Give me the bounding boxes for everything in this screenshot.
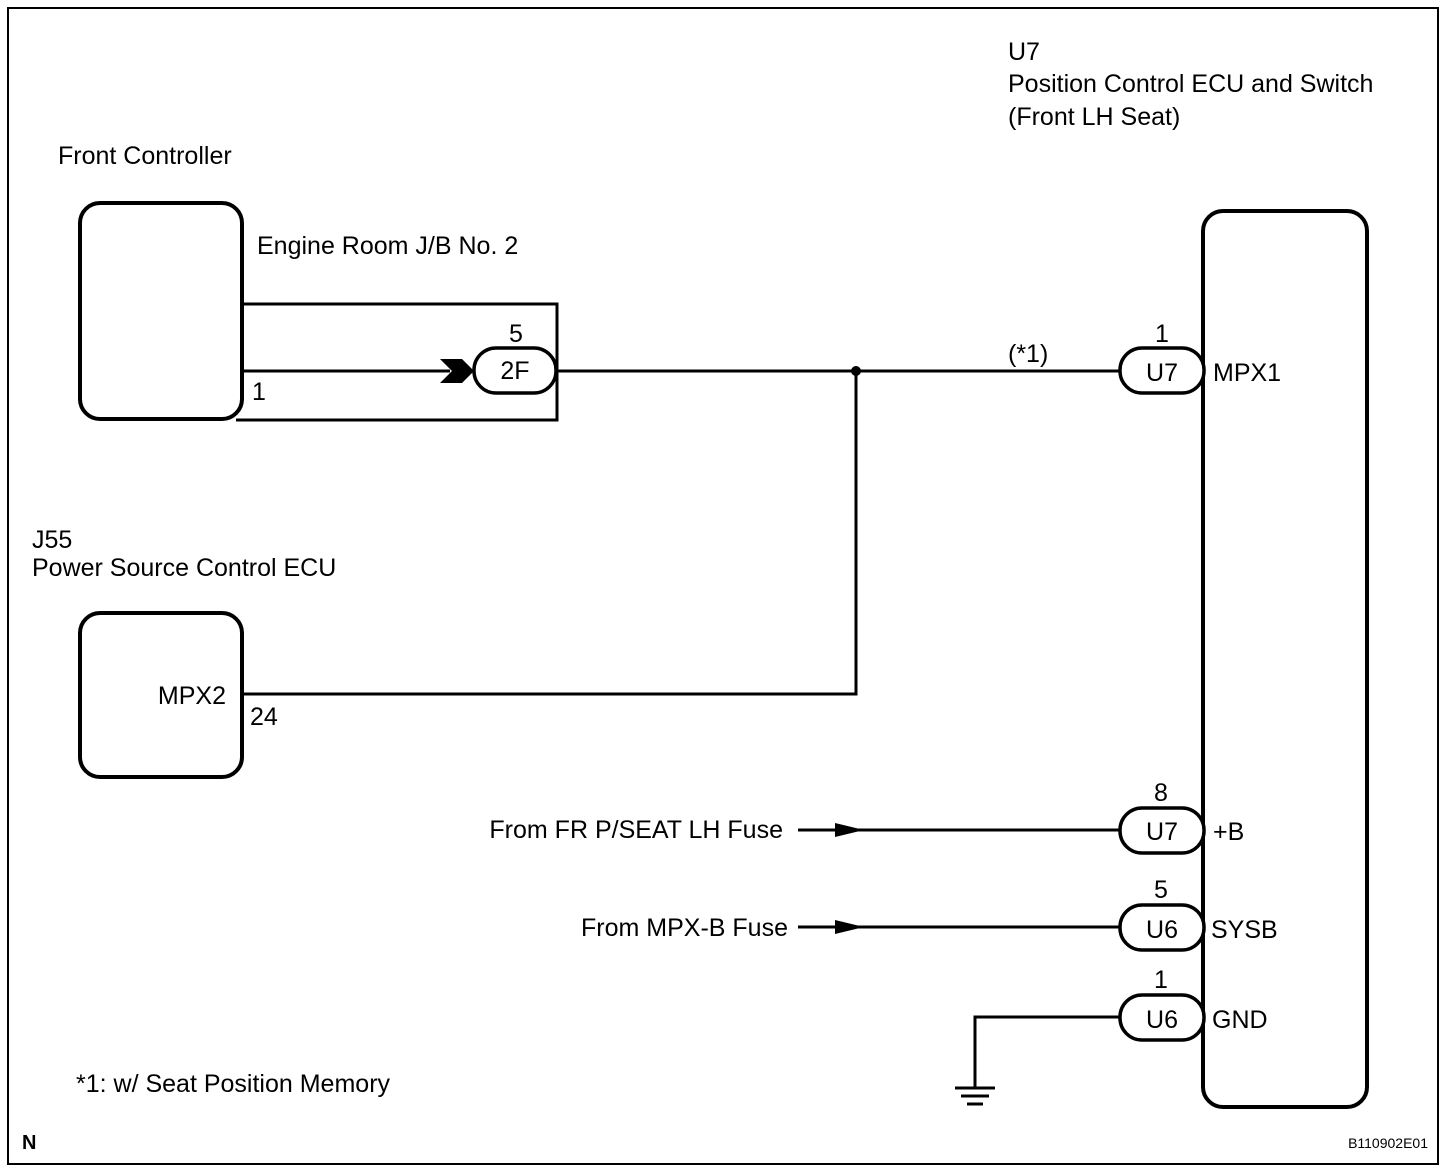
- corner-mark: N: [22, 1132, 36, 1154]
- connector-u7-mpx1-label: U7: [1146, 359, 1178, 387]
- front-controller-box: [78, 201, 244, 421]
- connector-u7-plus-b-label: U7: [1146, 818, 1178, 846]
- front-controller-label: Front Controller: [58, 142, 232, 170]
- wire-mpx2-to-splice: [242, 371, 858, 696]
- position-ecu-box: [1201, 209, 1369, 1109]
- power-source-ecu-code: J55: [32, 526, 72, 554]
- connector-u7-plus-b: [1118, 806, 1206, 855]
- sysb-pin: 5: [1154, 876, 1168, 904]
- terminal-sysb: SYSB: [1211, 916, 1278, 944]
- wire-note-star1: (*1): [1008, 340, 1048, 368]
- plus-b-source-label: From FR P/SEAT LH Fuse: [489, 816, 783, 844]
- footnote: *1: w/ Seat Position Memory: [76, 1070, 391, 1098]
- mpx1-pin: 1: [1155, 320, 1169, 348]
- ground-icon: [955, 1086, 995, 1106]
- terminal-plus-b: +B: [1213, 818, 1244, 846]
- front-controller-pin: 1: [252, 378, 266, 406]
- junction-block-label: Engine Room J/B No. 2: [257, 232, 518, 260]
- gnd-pin: 1: [1154, 966, 1168, 994]
- wire-gnd: [973, 1015, 1120, 1088]
- power-source-ecu-pin: 24: [250, 703, 278, 731]
- position-ecu-code: U7: [1008, 38, 1040, 66]
- figure-code: B110902E01: [1348, 1135, 1428, 1151]
- position-ecu-label-line2: (Front LH Seat): [1008, 103, 1180, 131]
- connector-u7-mpx1: [1118, 346, 1206, 395]
- power-source-ecu-terminal: MPX2: [158, 682, 226, 710]
- junction-block-pin: 5: [509, 320, 523, 348]
- connector-u6-sysb: [1118, 903, 1206, 952]
- junction-block-outline: [236, 302, 559, 422]
- connector-2f-label: 2F: [500, 357, 529, 385]
- plus-b-pin: 8: [1154, 779, 1168, 807]
- connector-u6-sysb-label: U6: [1146, 916, 1178, 944]
- arrow-right-icon: [835, 920, 864, 934]
- terminal-mpx1: MPX1: [1213, 359, 1281, 387]
- terminal-gnd: GND: [1212, 1006, 1268, 1034]
- sysb-source-label: From MPX-B Fuse: [581, 914, 788, 942]
- diagram-frame: [7, 7, 1439, 1165]
- position-ecu-label-line1: Position Control ECU and Switch: [1008, 70, 1373, 98]
- power-source-ecu-label: Power Source Control ECU: [32, 554, 336, 582]
- connector-chevron-icon: [440, 359, 474, 383]
- connector-u6-gnd-label: U6: [1146, 1006, 1178, 1034]
- arrow-right-icon: [835, 823, 864, 837]
